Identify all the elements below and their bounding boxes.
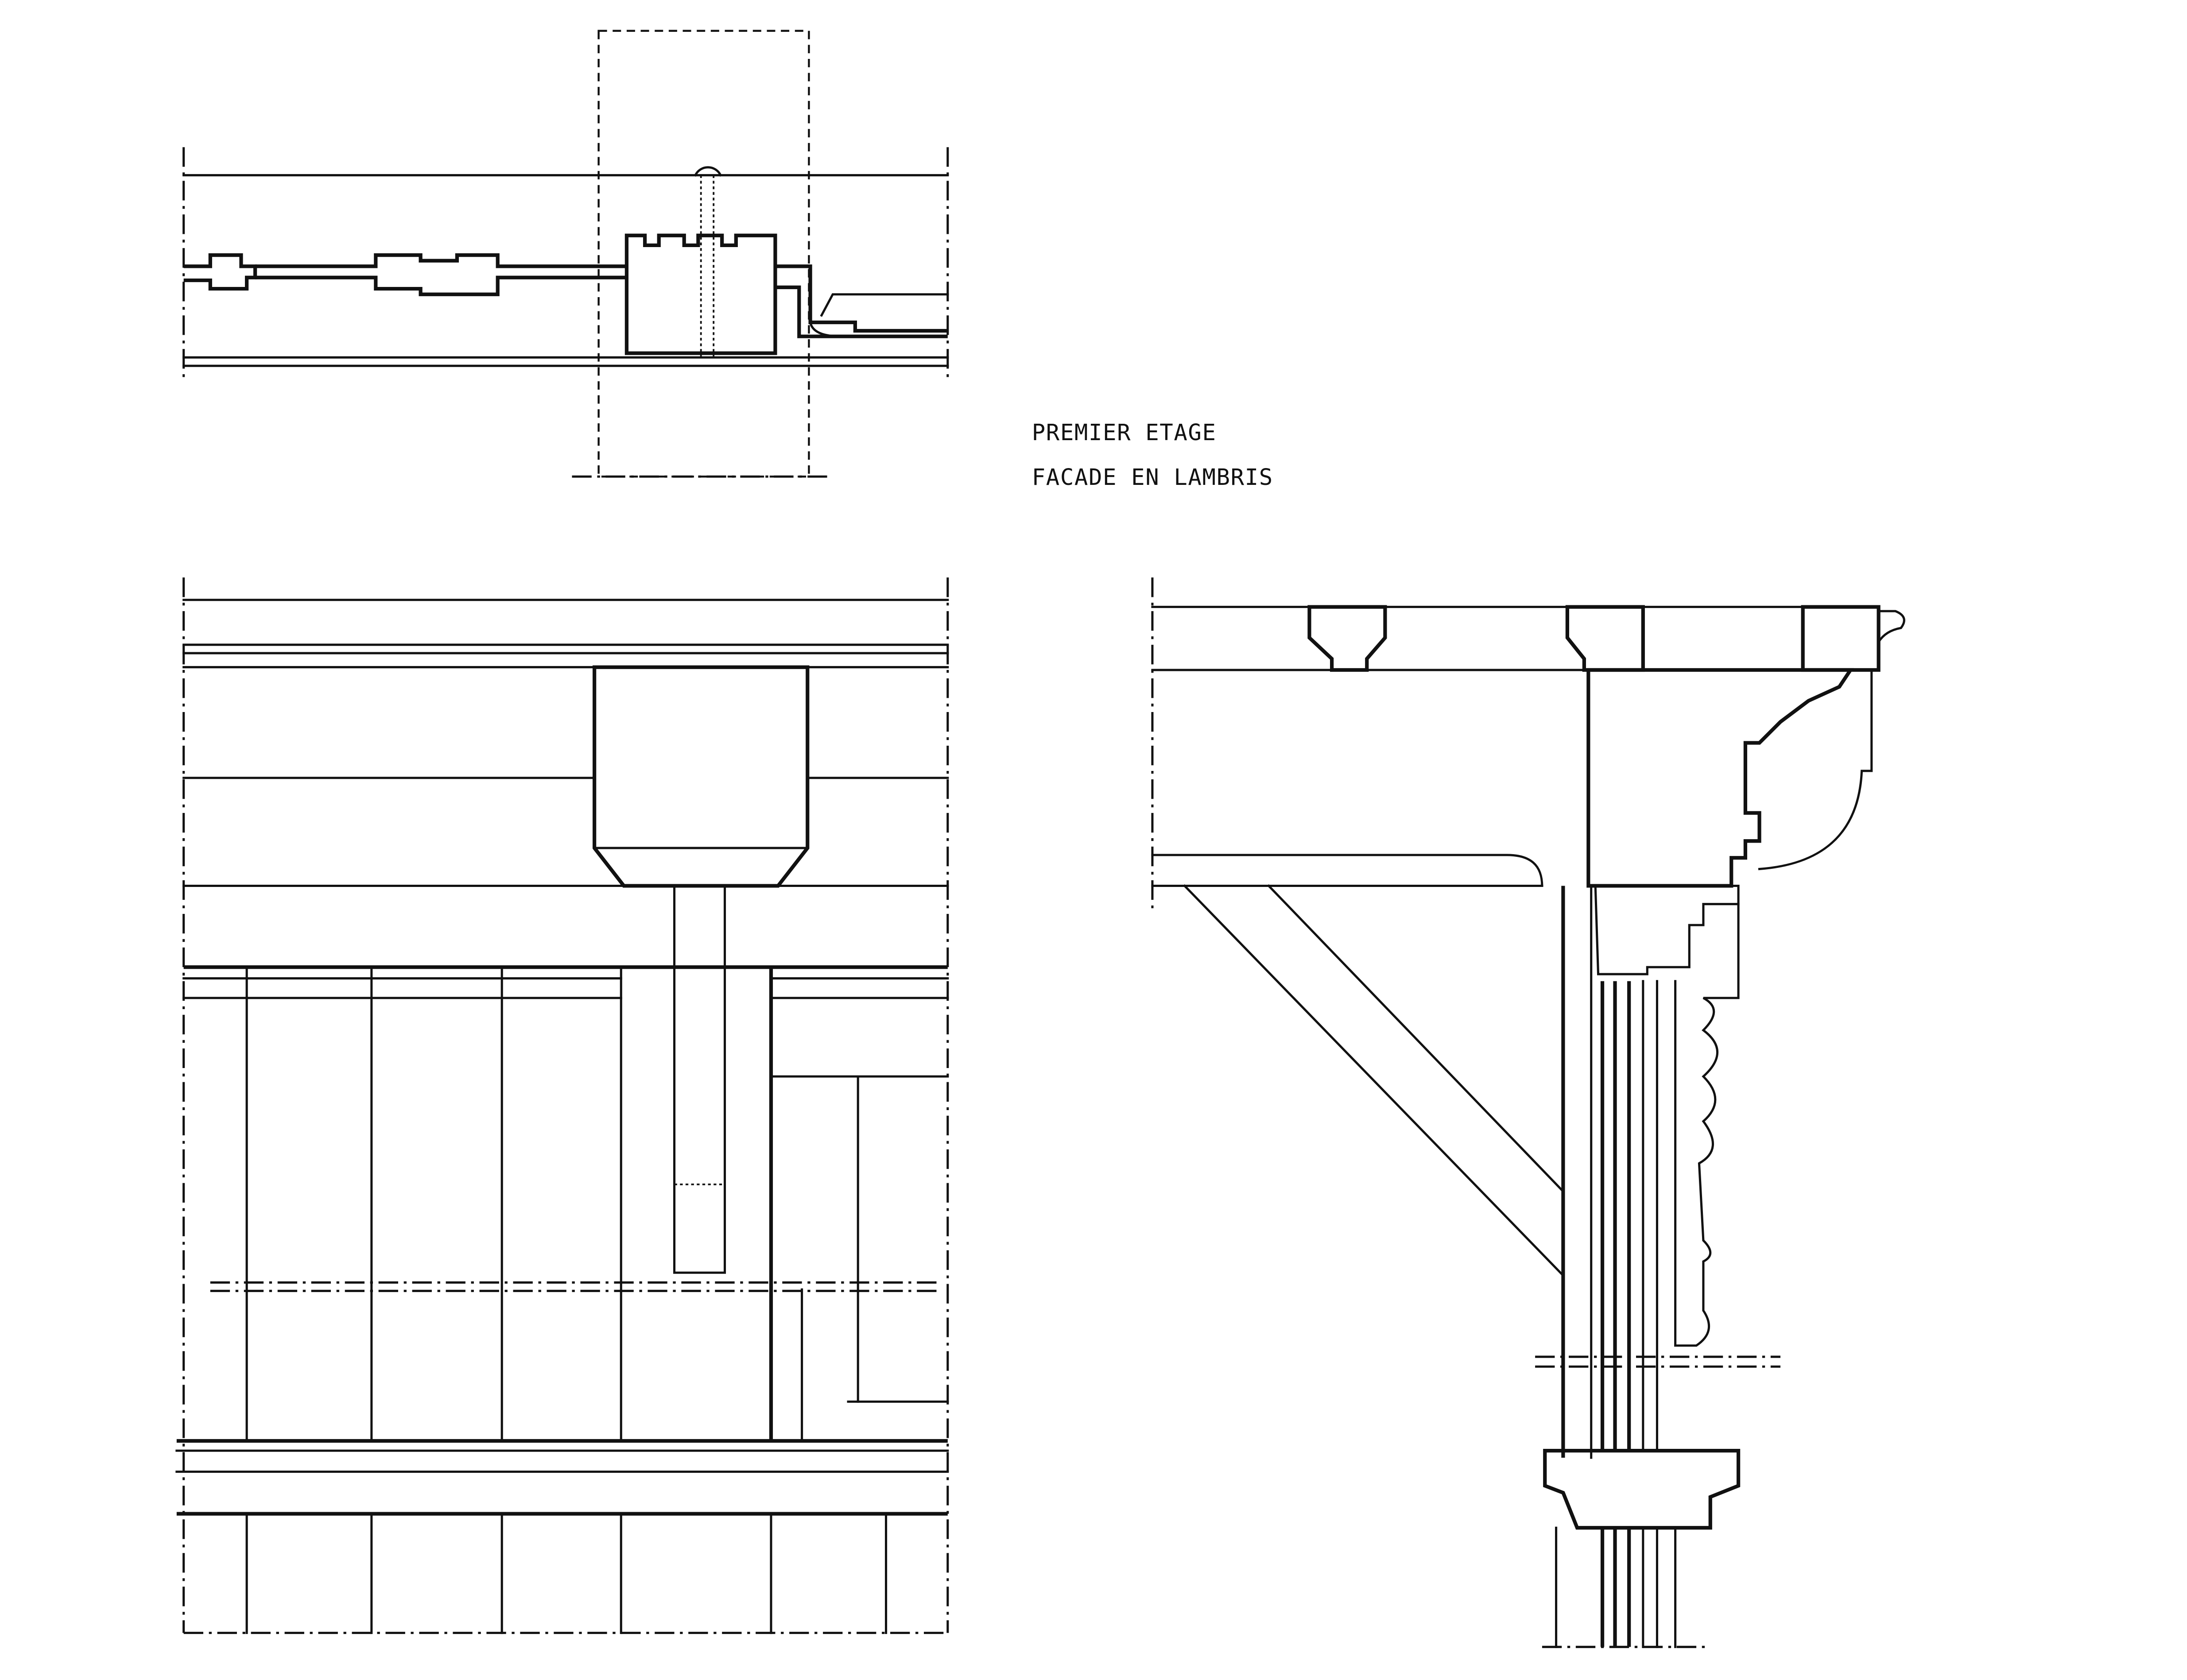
side-section (1151, 577, 1905, 1648)
drawing-title-line1: PREMIER ETAGE (1032, 419, 1217, 445)
balusters (210, 966, 949, 1442)
front-elevation (175, 577, 949, 1634)
plan-view (182, 30, 949, 478)
drawing-title-line2: FACADE EN LAMBRIS (1032, 464, 1273, 490)
